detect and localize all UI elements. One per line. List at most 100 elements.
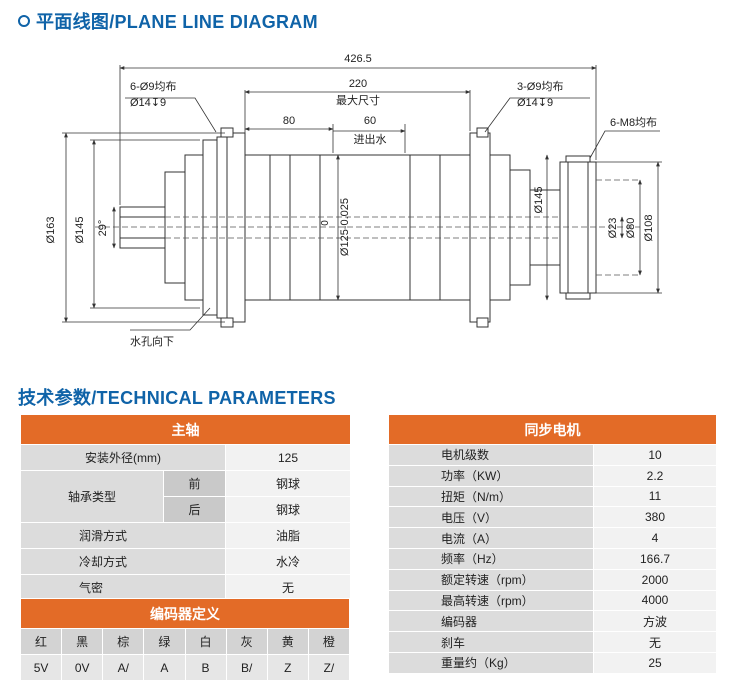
holes-left-label: 6-Ø9均布 [130,80,176,93]
motor-param-value: 2000 [593,568,717,591]
encoder-signal: A [143,654,186,681]
encoder-signal: Z [266,654,309,681]
centerlines [95,179,640,276]
encoder-table: 编码器定义 红 黑 棕 绿 白 灰 黄 橙 5V 0V A/ A B B/ Z … [19,598,351,681]
dim-d145-left: Ø145 [74,217,86,244]
dim-d108: Ø108 [643,215,655,242]
dim-60-label: 60 [364,115,376,127]
motor-param-label: 功率（KW） [388,464,594,487]
spindle-table: 主轴 安装外径(mm) 125 轴承类型 前 钢球 后 钢球 润滑方式 油脂 冷… [19,414,352,601]
encoder-color: 白 [184,628,227,655]
encoder-color: 灰 [225,628,268,655]
table-row: 功率（KW）2.2 [388,464,717,487]
circle-bullet-icon [18,15,30,27]
encoder-signal: Z/ [307,654,351,681]
dim-d163: Ø163 [45,217,57,244]
motor-param-label: 最高转速（rpm） [388,589,594,612]
dim-d23: Ø23 [607,218,619,239]
dim-d80: Ø80 [625,218,637,239]
dim-d125: Ø125-0.025 [339,198,351,256]
motor-param-label: 电机级数 [388,444,594,466]
table-row: 频率（Hz）166.7 [388,547,717,570]
plane-diagram-title-text: 平面线图/PLANE LINE DIAGRAM [36,12,318,32]
table-row: 润滑方式 油脂 [20,522,352,549]
encoder-color: 红 [19,628,63,655]
encoder-signal: 5V [19,654,63,681]
dim-max-desc: 最大尺寸 [336,93,380,107]
motor-table-title: 同步电机 [388,414,717,445]
motor-param-label: 扭矩（N/m） [388,485,594,508]
rear-value: 钢球 [224,496,352,523]
cool-label: 冷却方式 [20,548,226,575]
dim-80-label: 80 [283,115,295,127]
spindle-drawing: 426.5 220 最大尺寸 80 60 进出水 6-Ø9均布 Ø14↧9 3-… [45,53,662,348]
thread-m8-label: 6-M8均布 [610,116,657,129]
front-value: 钢球 [224,470,352,497]
table-row: 气密 无 [20,574,352,601]
rear-label: 后 [163,496,226,523]
holes-right-label: 3-Ø9均布 [517,80,563,93]
encoder-signal: B [184,654,227,681]
dim-d145-right: Ø145 [533,187,545,214]
table-row: 重量约（Kg）25 [388,651,717,674]
table-row: 电压（V）380 [388,506,717,529]
encoder-color: 黑 [61,628,104,655]
dim-max-label: 220 [349,78,367,90]
table-row: 编码器方波 [388,610,717,633]
bearing-label: 轴承类型 [20,470,164,523]
lube-value: 油脂 [224,522,352,549]
encoder-signal: 0V [61,654,104,681]
encoder-signal: A/ [102,654,145,681]
encoder-color: 橙 [307,628,351,655]
motor-param-value: 4 [593,527,717,549]
install-label: 安装外径(mm) [20,444,226,471]
seal-label: 气密 [20,574,226,601]
encoder-color: 黄 [266,628,309,655]
motor-param-value: 2.2 [593,464,717,487]
table-row: 电流（A）4 [388,527,717,549]
dim-angle: 29° [97,220,109,237]
cool-value: 水冷 [224,548,352,575]
motor-param-label: 电压（V） [388,506,594,529]
dimension-lines [62,65,662,331]
seal-value: 无 [224,574,352,601]
motor-param-value: 380 [593,506,717,529]
table-row: 安装外径(mm) 125 [20,444,352,471]
motor-param-label: 编码器 [388,610,594,633]
motor-param-value: 166.7 [593,547,717,570]
table-row: 额定转速（rpm）2000 [388,568,717,591]
motor-param-label: 频率（Hz） [388,547,594,570]
table-row: 冷却方式 水冷 [20,548,352,575]
motor-param-label: 刹车 [388,631,594,653]
holes-right-counterbore: Ø14↧9 [517,97,553,109]
table-row: 刹车无 [388,631,717,653]
motor-param-value: 4000 [593,589,717,612]
motor-param-value: 11 [593,485,717,508]
motor-param-value: 无 [593,631,717,653]
motor-param-label: 电流（A） [388,527,594,549]
water-hole-label: 水孔向下 [130,334,174,348]
lube-label: 润滑方式 [20,522,226,549]
dim-total-label: 426.5 [344,53,372,65]
motor-param-value: 25 [593,651,717,674]
install-value: 125 [224,444,352,471]
dim-60-desc: 进出水 [354,132,387,146]
encoder-color: 绿 [143,628,186,655]
tech-params-title: 技术参数/TECHNICAL PARAMETERS [18,388,336,408]
table-row: 后 钢球 [21,496,352,523]
motor-param-label: 重量约（Kg） [388,651,594,674]
motor-param-label: 额定转速（rpm） [388,568,594,591]
spindle-body-outline [119,127,597,328]
table-row: 最高转速（rpm）4000 [388,589,717,612]
spindle-table-title: 主轴 [19,414,352,445]
encoder-signal: B/ [225,654,268,681]
encoder-color: 棕 [102,628,145,655]
holes-left-counterbore: Ø14↧9 [130,97,166,109]
encoder-color-row: 红 黑 棕 绿 白 灰 黄 橙 [19,628,351,655]
front-label: 前 [163,470,226,497]
motor-param-value: 10 [593,444,717,466]
encoder-table-title: 编码器定义 [20,598,350,629]
table-row: 扭矩（N/m）11 [388,485,717,508]
